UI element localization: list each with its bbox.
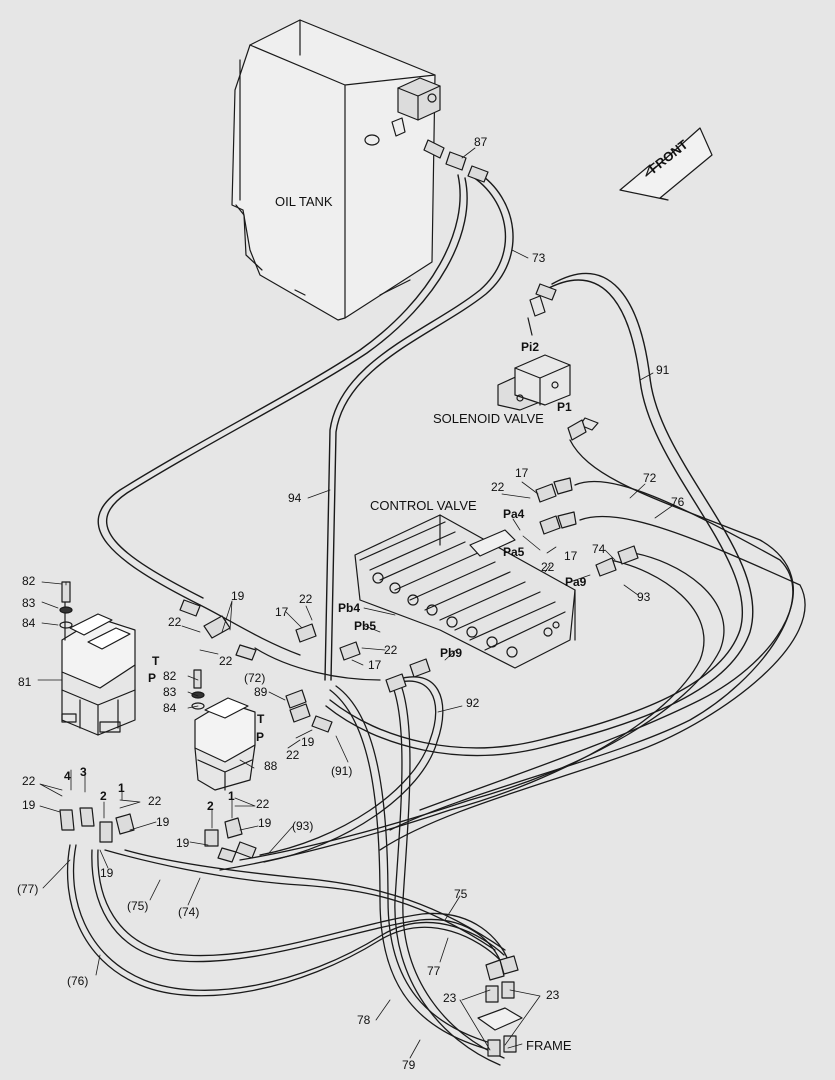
part-19-label: 19 xyxy=(176,836,190,850)
port-t-label: T xyxy=(152,654,160,668)
part-19-label: 19 xyxy=(258,816,272,830)
part-94-label: 94 xyxy=(288,491,302,505)
port-p1-label: P1 xyxy=(557,400,572,414)
part-83-label: 83 xyxy=(22,596,36,610)
part-17-label: 17 xyxy=(564,549,578,563)
part-22-label: 22 xyxy=(148,794,162,808)
part-87-label: 87 xyxy=(474,135,488,149)
part-22-label: 22 xyxy=(256,797,270,811)
port-pa5-label: Pa5 xyxy=(503,545,525,559)
oil-tank xyxy=(231,19,436,321)
part-72-parenthetical-label: (72) xyxy=(244,671,266,685)
part-17-label: 17 xyxy=(368,658,382,672)
part-19-label: 19 xyxy=(156,815,170,829)
tank-port-block xyxy=(364,77,441,146)
front-arrow xyxy=(619,127,713,201)
part-19-label: 19 xyxy=(231,589,245,603)
part-22-label: 22 xyxy=(286,748,300,762)
part-91-label: 91 xyxy=(656,363,670,377)
part-84-label: 84 xyxy=(22,616,36,630)
hose-73 xyxy=(324,171,514,681)
port-t-label: T xyxy=(257,712,265,726)
part-22-label: 22 xyxy=(219,654,233,668)
part-19-label: 19 xyxy=(22,798,36,812)
control-valve-label: CONTROL VALVE xyxy=(370,498,477,513)
part-82-label: 82 xyxy=(163,669,177,683)
part-91-parenthetical-label: (91) xyxy=(331,764,353,778)
hose-91 xyxy=(325,272,754,757)
part-22-label: 22 xyxy=(22,774,36,788)
port-2-label: 2 xyxy=(100,789,107,803)
port-3-label: 3 xyxy=(80,765,87,779)
part-17-label: 17 xyxy=(275,605,289,619)
part-73-label: 73 xyxy=(532,251,546,265)
part-76-parenthetical-label: (76) xyxy=(67,974,89,988)
part-75-parenthetical-label: (75) xyxy=(127,899,149,913)
part-78-label: 78 xyxy=(357,1013,371,1027)
part-93-parenthetical-label: (93) xyxy=(292,819,314,833)
part-22-label: 22 xyxy=(384,643,398,657)
frame-label: FRAME xyxy=(526,1038,572,1053)
part-83-label: 83 xyxy=(163,685,177,699)
part-23-label: 23 xyxy=(546,988,560,1002)
port-4-label: 4 xyxy=(64,769,71,783)
port-pi2-label: Pi2 xyxy=(521,340,540,354)
part-22-label: 22 xyxy=(491,480,505,494)
part-19-label: 19 xyxy=(301,735,315,749)
port-pa4-label: Pa4 xyxy=(503,507,525,521)
part-23-label: 23 xyxy=(443,991,457,1005)
part-17-label: 17 xyxy=(515,466,529,480)
port-1-label: 1 xyxy=(228,789,235,803)
part-84-label: 84 xyxy=(163,701,177,715)
port-pb9-label: Pb9 xyxy=(440,646,463,660)
part-19-label: 19 xyxy=(100,866,114,880)
solenoid-valve-label: SOLENOID VALVE xyxy=(433,411,544,426)
part-79-label: 79 xyxy=(402,1058,416,1072)
port-pa9-label: Pa9 xyxy=(565,575,587,589)
part-81-label: 81 xyxy=(18,675,32,689)
part-22-label: 22 xyxy=(168,615,182,629)
port-p-label: P xyxy=(148,671,157,685)
control-valve xyxy=(354,514,576,669)
solenoid-valve xyxy=(497,295,599,431)
hose-94 xyxy=(97,174,468,606)
port-2-label: 2 xyxy=(207,799,214,813)
hose-bundle-72-76-93 xyxy=(219,439,806,871)
oil-tank-label: OIL TANK xyxy=(275,194,333,209)
remote-control-valve-81 xyxy=(59,581,136,736)
port-pb4-label: Pb4 xyxy=(338,601,361,615)
part-74-label: 74 xyxy=(592,542,606,556)
part-93-label: 93 xyxy=(637,590,651,604)
hose-short-upper xyxy=(199,604,381,681)
port-pb5-label: Pb5 xyxy=(354,619,377,633)
port-1-label: 1 xyxy=(118,781,125,795)
part-82-label: 82 xyxy=(22,574,36,588)
part-76-label: 76 xyxy=(671,495,685,509)
hose-lower-left xyxy=(66,844,509,997)
part-92-label: 92 xyxy=(466,696,480,710)
frame-plate xyxy=(477,1007,523,1031)
part-89-label: 89 xyxy=(254,685,268,699)
part-22-label: 22 xyxy=(541,560,555,574)
port-p-label: P xyxy=(256,730,265,744)
part-75-label: 75 xyxy=(454,887,468,901)
leader-lines xyxy=(37,147,673,1059)
part-77-label: 77 xyxy=(427,964,441,978)
part-22-label: 22 xyxy=(299,592,313,606)
hose-92 xyxy=(259,676,444,863)
hose-78-79 xyxy=(329,677,505,1066)
part-74-parenthetical-label: (74) xyxy=(178,905,200,919)
part-72-label: 72 xyxy=(643,471,657,485)
part-88-label: 88 xyxy=(264,759,278,773)
fittings xyxy=(59,139,639,1057)
remote-control-valve-88 xyxy=(191,669,256,791)
part-77-parenthetical-label: (77) xyxy=(17,882,39,896)
